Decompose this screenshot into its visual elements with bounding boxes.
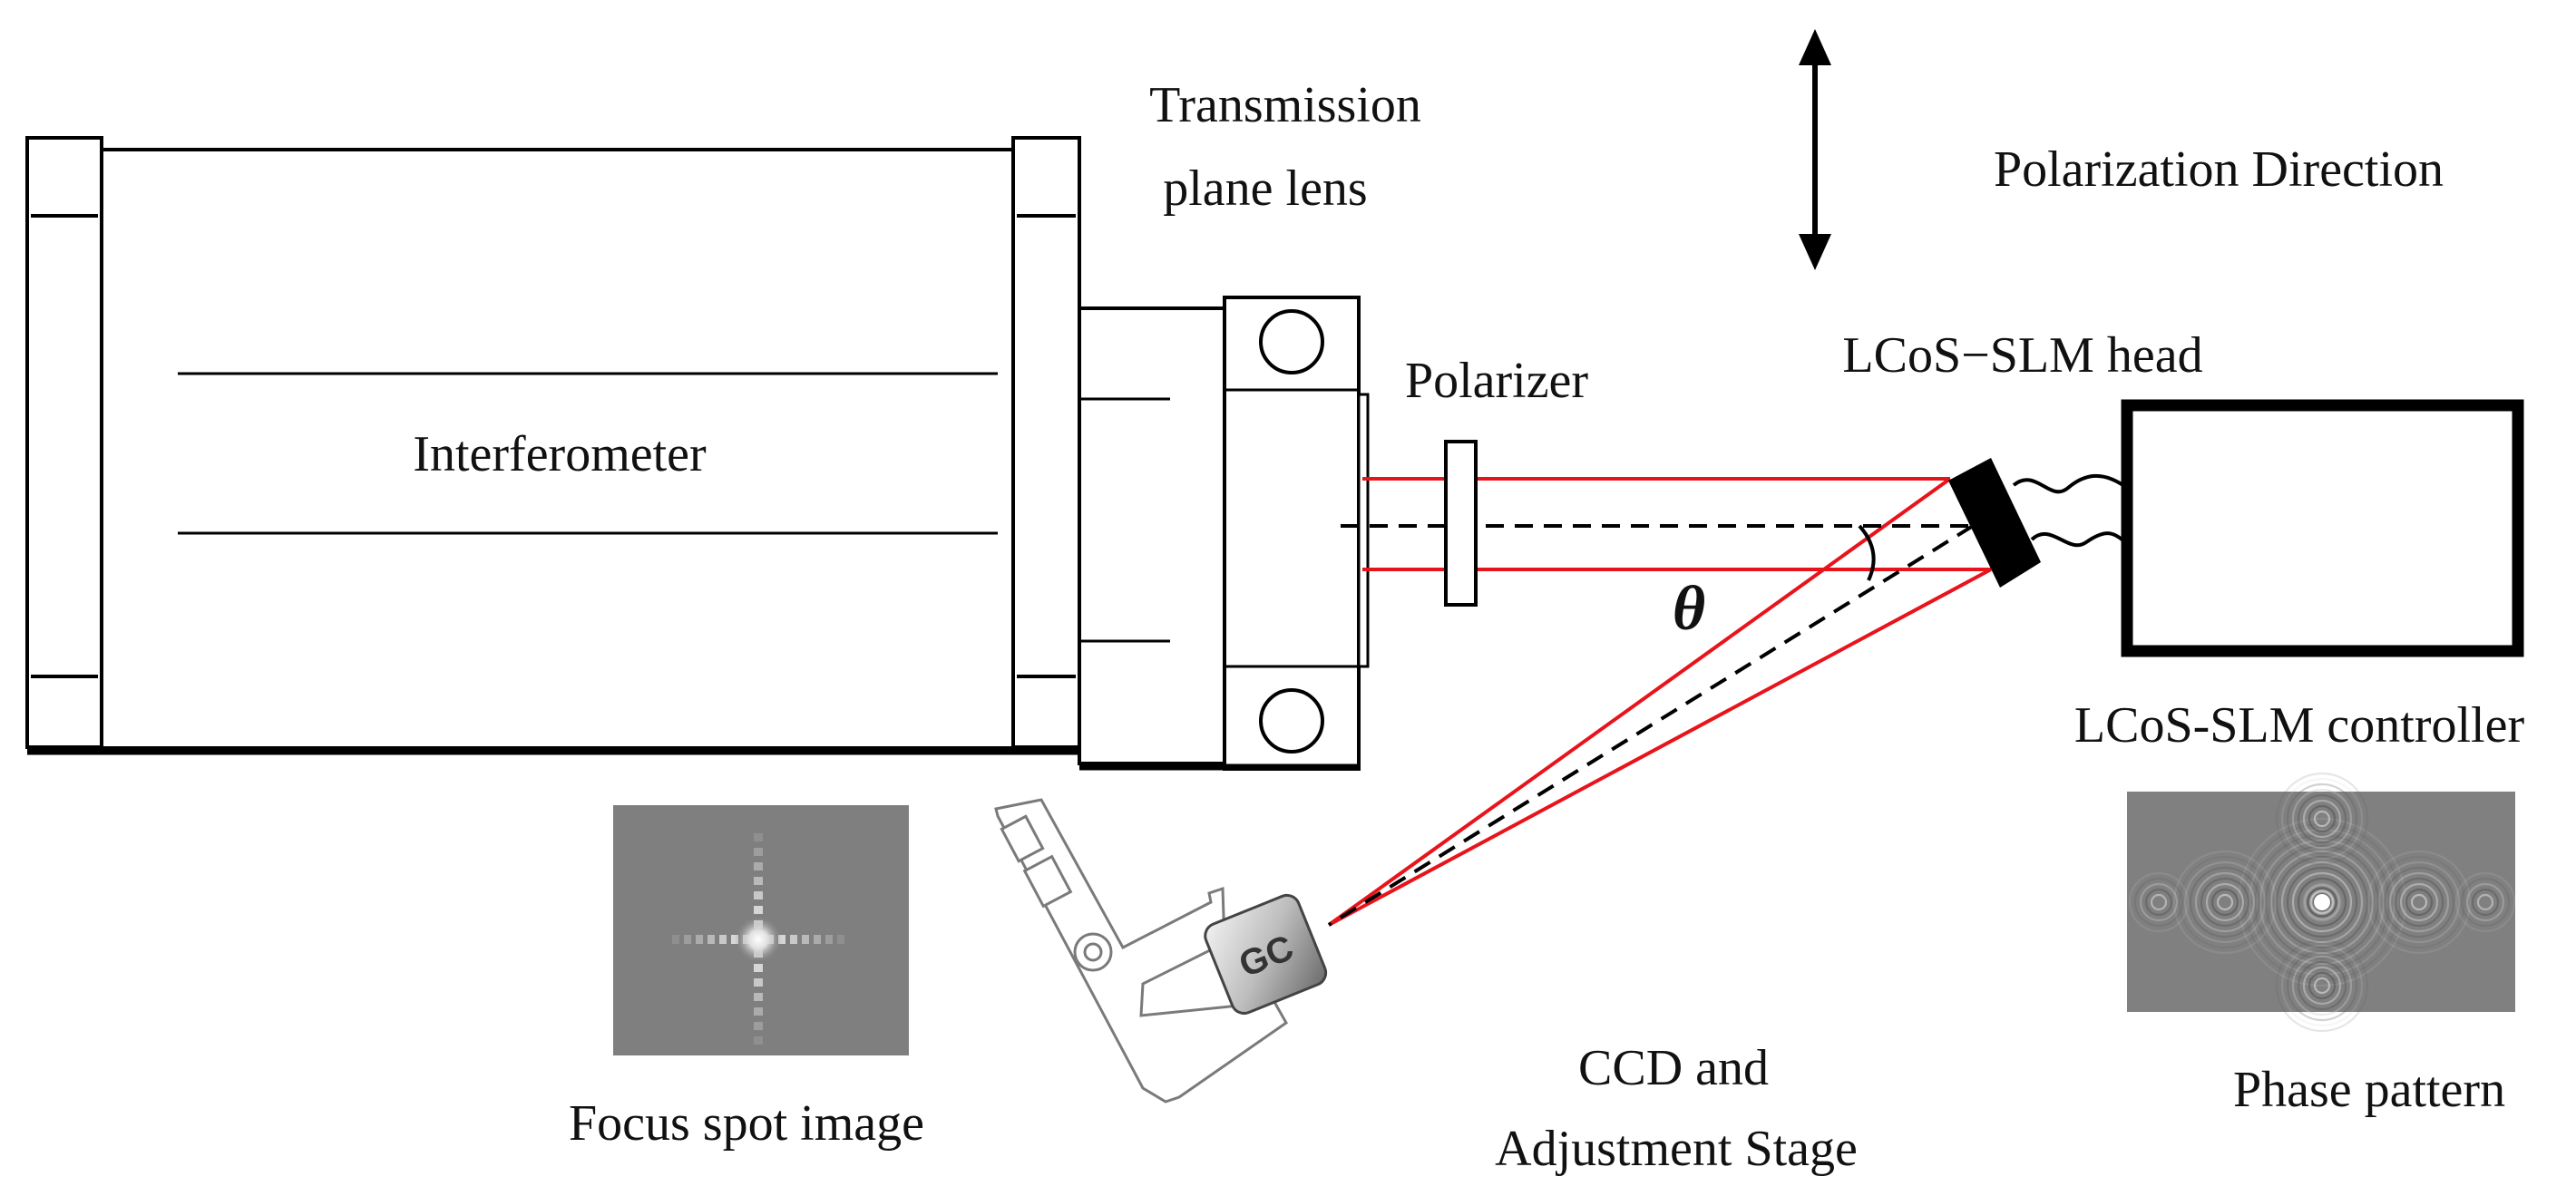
laser-beams (1327, 477, 1992, 927)
optical-axis-reflected (1327, 524, 1975, 927)
phase-pattern-label: Phase pattern (2233, 1062, 2505, 1118)
focus-spot-cross (672, 833, 844, 1045)
theta-angle-arc (1858, 524, 1876, 581)
stage-adjuster-inner (1083, 942, 1103, 962)
optical-axis (1327, 524, 1975, 927)
stage-knob-1 (1000, 814, 1045, 863)
interferometer-label: Interferometer (413, 426, 707, 482)
lcos-slm-controller (2121, 399, 2524, 657)
lcos-slm-controller-label: LCoS-SLM controller (2074, 697, 2525, 754)
slm-cables (2012, 473, 2129, 548)
beam-reflected-top (1327, 477, 1952, 927)
polarization-direction-label: Polarization Direction (1994, 141, 2444, 198)
transmission-plane-lens-label-line1: Transmission (1149, 77, 1421, 133)
polarizer-label: Polarizer (1405, 353, 1588, 409)
ccd-label-line2: Adjustment Stage (1495, 1121, 1858, 1177)
lcos-slm-head (1948, 458, 2041, 588)
stage-knob-2 (1022, 854, 1073, 909)
focus-spot-image (613, 805, 909, 1055)
interferometer-body (100, 148, 1015, 750)
phase-pattern-image (2127, 772, 2516, 1033)
interferometer-right-cap (1011, 136, 1081, 749)
lens-screw-bottom-icon (1259, 688, 1324, 754)
lens-glass-plate (1357, 393, 1370, 668)
polarizer (1444, 440, 1478, 607)
focus-spot-image-label: Focus spot image (569, 1095, 924, 1152)
ccd-adjustment-stage (994, 798, 1288, 1104)
lens-screw-top-icon (1259, 309, 1324, 374)
adjustment-stage-frame (994, 798, 1288, 1104)
interferometer (25, 136, 1081, 755)
theta-symbol: θ (1673, 574, 1705, 644)
beam-reflected-bottom (1328, 568, 1992, 927)
transmission-plane-lens-label-line2: plane lens (1163, 160, 1367, 217)
phase-pattern-rings (2128, 772, 2516, 1033)
interferometer-left-cap (25, 136, 103, 749)
ccd-camera: GC (1204, 893, 1328, 1016)
lcos-slm-head-label: LCoS−SLM head (1842, 327, 2202, 384)
transmission-plane-lens (1078, 296, 1370, 771)
polarization-direction-arrow-icon (1799, 29, 1831, 270)
ccd-label-line1: CCD and (1578, 1040, 1769, 1096)
lens-collar (1078, 306, 1226, 765)
